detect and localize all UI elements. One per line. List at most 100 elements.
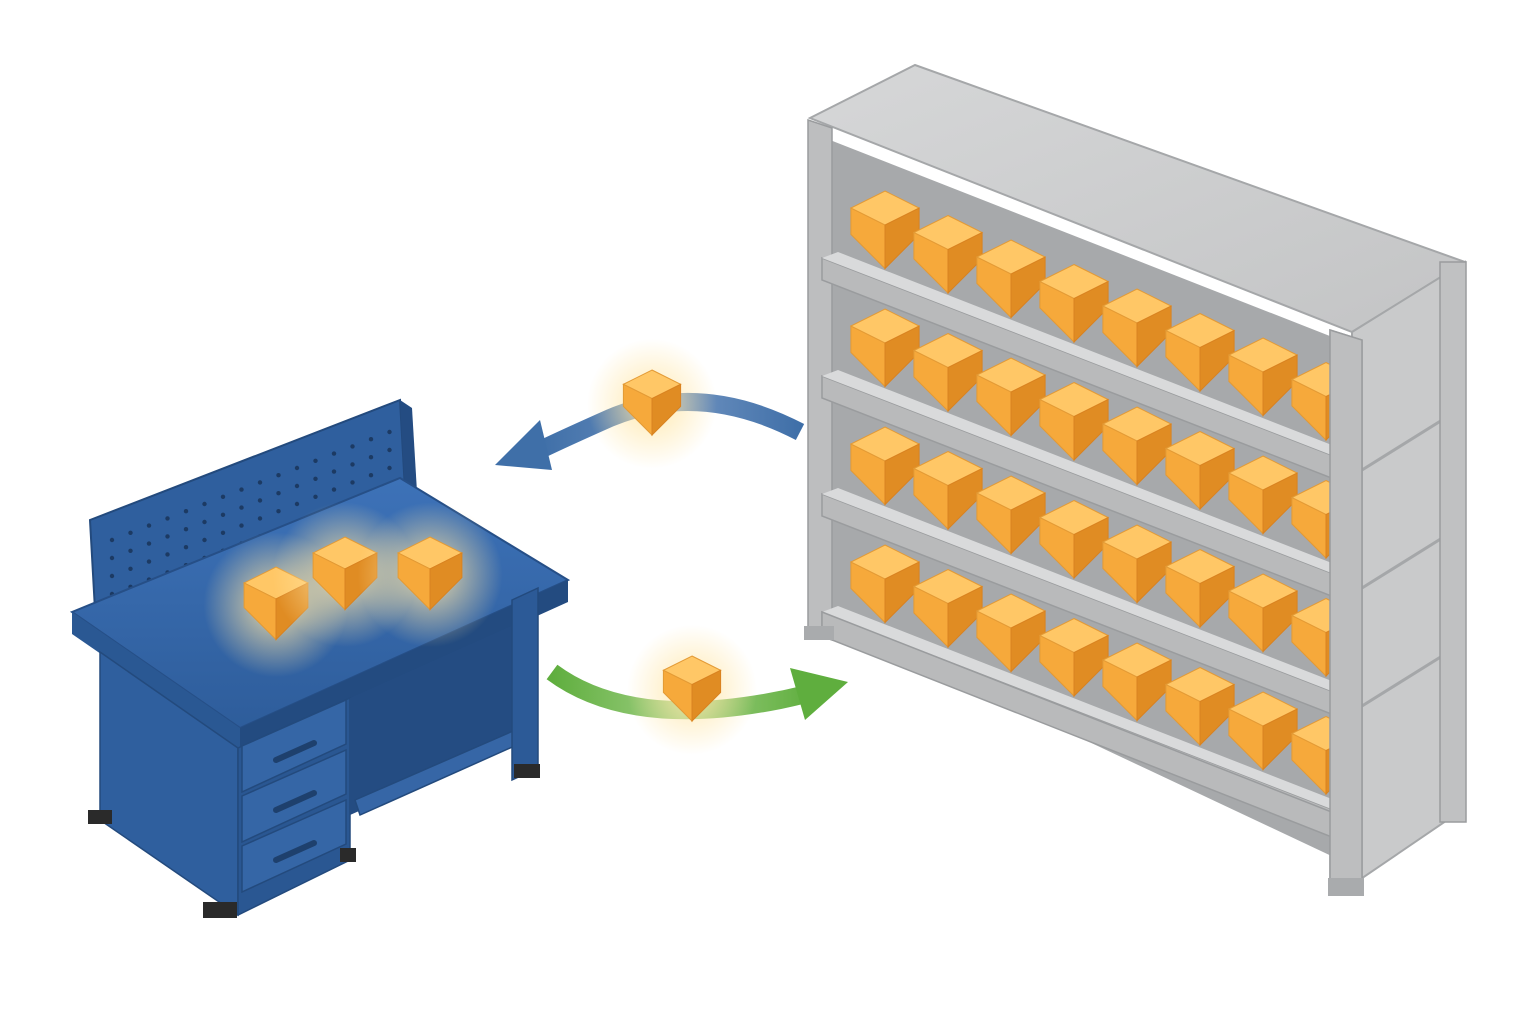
bench-foot-middle xyxy=(340,848,356,862)
peg-hole xyxy=(128,530,133,535)
peg-hole xyxy=(146,559,152,564)
peg-hole xyxy=(239,487,244,492)
retrieve-arrowhead xyxy=(495,420,552,470)
peg-hole xyxy=(109,555,115,561)
workbench xyxy=(69,398,571,918)
peg-hole xyxy=(276,473,281,478)
stored-box xyxy=(1038,263,1110,344)
stored-box xyxy=(1164,666,1236,747)
workbench-top-right-edge xyxy=(240,580,568,750)
stored-box xyxy=(1227,455,1299,535)
box-right xyxy=(429,552,463,611)
stored-box xyxy=(1101,524,1173,604)
stored-box xyxy=(1164,548,1236,629)
peg-hole xyxy=(146,541,152,546)
stored-box xyxy=(1101,406,1173,486)
peg-hole xyxy=(350,462,355,467)
stored-box xyxy=(1227,337,1299,417)
stored-box xyxy=(1227,691,1299,771)
stored-box xyxy=(849,308,921,388)
peg-hole xyxy=(165,552,170,557)
drawer xyxy=(241,798,347,894)
shelf-row xyxy=(821,426,1362,724)
stored-box xyxy=(1038,381,1110,462)
peg-hole xyxy=(202,519,207,525)
peg-hole xyxy=(294,483,300,489)
shelf-right-post-front xyxy=(1329,328,1363,895)
stored-box xyxy=(975,239,1047,319)
peg-hole xyxy=(294,465,300,471)
drawer-handle xyxy=(273,840,317,863)
shelf-post-foot xyxy=(1328,878,1364,896)
peg-hole xyxy=(220,512,226,517)
peg-hole xyxy=(276,509,281,514)
box-right xyxy=(651,383,682,437)
peg-hole xyxy=(294,501,300,507)
stored-box xyxy=(975,357,1047,437)
stored-box xyxy=(1038,617,1110,698)
peg-hole xyxy=(165,534,170,539)
retrieving-box xyxy=(587,338,717,469)
bench-foot-front xyxy=(203,902,237,918)
drawer xyxy=(241,698,347,794)
storing-box xyxy=(627,624,757,755)
shelf-board-top xyxy=(822,606,1360,817)
peg-hole xyxy=(128,566,133,571)
stored-box xyxy=(849,544,921,624)
peg-hole xyxy=(331,487,337,492)
workbench-top-front-edge xyxy=(72,612,240,750)
peg-hole xyxy=(202,501,207,507)
peg-hole xyxy=(368,455,374,460)
drawer-handle xyxy=(273,790,317,813)
peg-hole xyxy=(331,469,337,474)
shelf-board-top xyxy=(822,370,1360,581)
stored-box xyxy=(849,426,921,506)
peg-hole xyxy=(146,523,152,528)
peg-hole xyxy=(368,437,374,442)
peg-hole xyxy=(183,509,189,514)
shelf-board-top xyxy=(822,252,1360,463)
shelf-back-post xyxy=(1439,261,1467,823)
peg-hole xyxy=(239,505,244,510)
stored-box xyxy=(912,332,984,413)
peg-hole xyxy=(276,491,281,496)
shelf-post-foot xyxy=(804,626,834,640)
peg-hole xyxy=(109,573,115,579)
shelving-unit xyxy=(804,63,1468,896)
shelf-row xyxy=(821,190,1362,488)
peg-hole xyxy=(183,527,189,532)
pegboard-edge xyxy=(400,400,417,492)
peg-hole xyxy=(387,429,392,435)
box-right xyxy=(691,669,722,723)
bench-open-shelf-back xyxy=(350,622,520,815)
stored-box xyxy=(912,568,984,649)
peg-hole xyxy=(313,494,318,499)
drawers xyxy=(241,698,347,894)
peg-hole xyxy=(368,473,374,478)
peg-hole xyxy=(220,494,226,499)
peg-hole xyxy=(313,476,318,481)
peg-hole xyxy=(257,480,263,485)
peg-hole xyxy=(350,444,355,449)
bench-right-leg xyxy=(511,586,539,782)
peg-hole xyxy=(331,451,337,456)
stored-box xyxy=(1101,288,1173,368)
peg-hole xyxy=(313,458,318,463)
peg-hole xyxy=(109,537,115,543)
peg-hole xyxy=(387,447,392,453)
stored-box xyxy=(1038,499,1110,580)
workbench-items xyxy=(203,502,503,678)
stored-box xyxy=(975,593,1047,673)
shelf-row xyxy=(821,308,1362,606)
peg-hole xyxy=(183,545,189,550)
peg-hole xyxy=(165,516,170,521)
moving-boxes xyxy=(587,338,757,755)
peg-hole xyxy=(350,480,355,485)
peg-hole xyxy=(128,548,133,553)
bench-foot-left xyxy=(88,810,112,824)
peg-hole xyxy=(239,523,244,528)
bench-foot-right xyxy=(514,764,540,778)
peg-hole xyxy=(257,516,263,521)
